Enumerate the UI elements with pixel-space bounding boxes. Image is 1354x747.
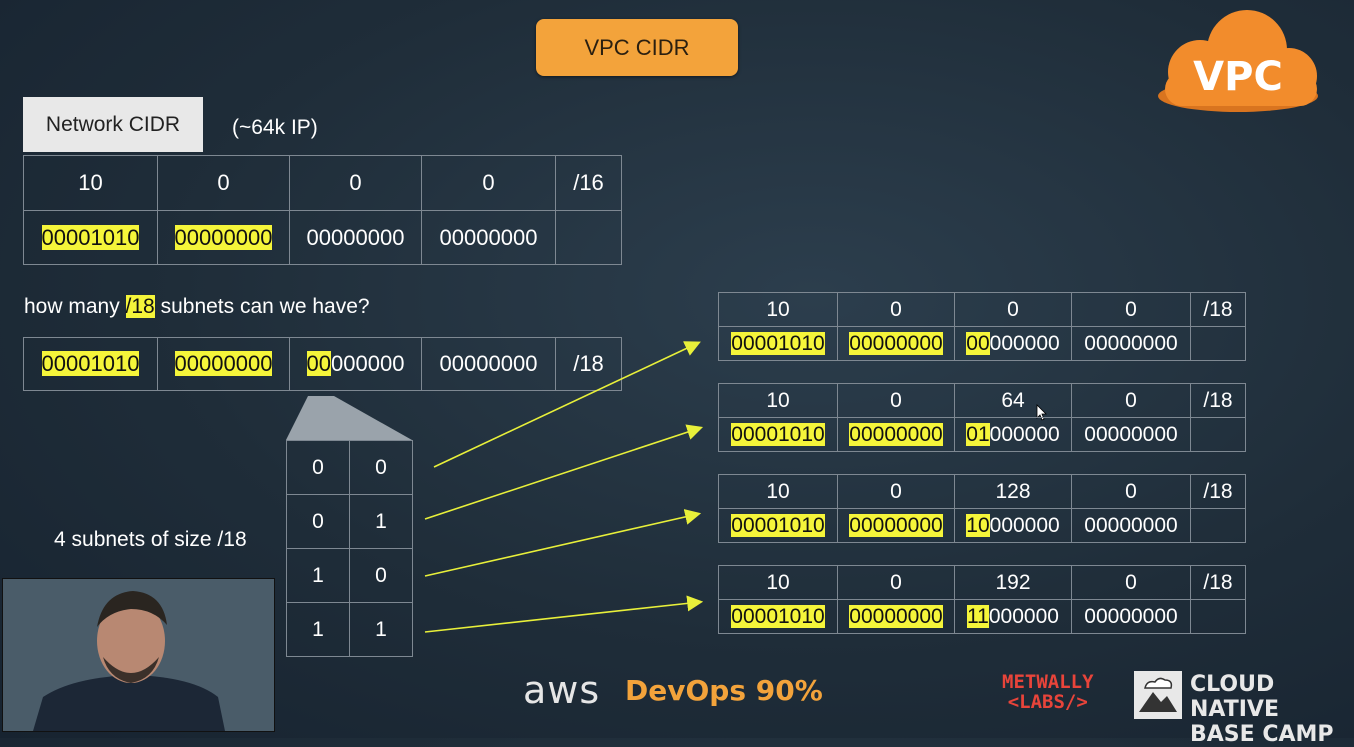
octet-decimal: 0 bbox=[837, 383, 955, 418]
octet-decimal: 10 bbox=[718, 474, 838, 509]
octet-decimal: 10 bbox=[718, 292, 838, 327]
octet-binary: 00000000 bbox=[1071, 508, 1191, 543]
ip-count-note: (~64k IP) bbox=[232, 116, 318, 139]
empty-cell bbox=[1190, 326, 1246, 361]
bit-cell: 1 bbox=[286, 602, 350, 657]
octet-binary: 00000000 bbox=[289, 210, 422, 265]
octet-decimal: 0 bbox=[954, 292, 1072, 327]
octet-binary: 00001010 bbox=[718, 508, 838, 543]
presenter-webcam bbox=[2, 578, 275, 732]
arrow-to-subnet-2 bbox=[424, 424, 704, 520]
octet-binary: 00000000 bbox=[421, 210, 556, 265]
slide-title: VPC CIDR bbox=[536, 19, 738, 76]
subnet-question: how many /18 subnets can we have? bbox=[24, 295, 370, 318]
octet-decimal: 64 bbox=[954, 383, 1072, 418]
bit-cell: 1 bbox=[349, 494, 413, 549]
octet-binary: 10000000 bbox=[954, 508, 1072, 543]
octet-decimal: 192 bbox=[954, 565, 1072, 600]
vpc-logo-text: VPC bbox=[1193, 54, 1283, 100]
octet-binary: 00000000 bbox=[421, 337, 556, 391]
octet-binary: 00000000 bbox=[1071, 417, 1191, 452]
octet-binary: 00000000 bbox=[157, 210, 290, 265]
octet-binary: 01000000 bbox=[954, 417, 1072, 452]
prefix-length: /18 bbox=[555, 337, 622, 391]
bit-cell: 0 bbox=[286, 494, 350, 549]
subnets-note: 4 subnets of size /18 bbox=[54, 528, 247, 551]
prefix-length: /18 bbox=[1190, 565, 1246, 600]
bit-cell: 0 bbox=[349, 440, 413, 495]
octet-decimal: 0 bbox=[421, 155, 556, 211]
octet-decimal: 0 bbox=[837, 565, 955, 600]
bit-cell: 0 bbox=[349, 548, 413, 603]
octet-binary: 00000000 bbox=[954, 326, 1072, 361]
octet-decimal: 0 bbox=[1071, 565, 1191, 600]
octet-binary: 00000000 bbox=[837, 326, 955, 361]
octet-decimal: 0 bbox=[837, 292, 955, 327]
octet-decimal: 0 bbox=[1071, 383, 1191, 418]
octet-decimal: 128 bbox=[954, 474, 1072, 509]
octet-binary: 00001010 bbox=[718, 326, 838, 361]
empty-cell bbox=[1190, 417, 1246, 452]
octet-binary: 00000000 bbox=[1071, 326, 1191, 361]
octet-decimal: 10 bbox=[718, 383, 838, 418]
presenter-silhouette bbox=[3, 579, 274, 731]
octet-binary: 00000000 bbox=[1071, 599, 1191, 634]
octet-decimal: 0 bbox=[157, 155, 290, 211]
subnet-mask-row: 00001010 00000000 00000000 00000000 /18 bbox=[23, 337, 622, 391]
metwally-labs-logo: METWALLY <LABS/> bbox=[1002, 671, 1094, 713]
octet-binary: 11000000 bbox=[954, 599, 1072, 634]
subnet-table-3: 10 0 128 0 /18 00001010 00000000 1000000… bbox=[718, 474, 1246, 543]
network-cidr-table: 10 0 0 0 /16 00001010 00000000 00000000 … bbox=[23, 155, 622, 265]
subnet-table-4: 10 0 192 0 /18 00001010 00000000 1100000… bbox=[718, 565, 1246, 634]
empty-cell bbox=[1190, 508, 1246, 543]
cloud-native-camp-icon bbox=[1134, 671, 1182, 719]
octet-binary: 00000000 bbox=[837, 417, 955, 452]
octet-binary: 00000000 bbox=[837, 599, 955, 634]
prefix-length: /18 bbox=[1190, 474, 1246, 509]
octet-binary: 00000000 bbox=[289, 337, 422, 391]
bit-cell: 1 bbox=[349, 602, 413, 657]
prefix-length: /18 bbox=[1190, 292, 1246, 327]
octet-decimal: 0 bbox=[837, 474, 955, 509]
octet-decimal: 10 bbox=[718, 565, 838, 600]
arrow-to-subnet-1 bbox=[433, 341, 701, 468]
cloud-native-base-camp-logo: CLOUD NATIVE BASE CAMP bbox=[1190, 672, 1334, 747]
aws-logo-text: aws bbox=[523, 668, 601, 712]
octet-decimal: 0 bbox=[1071, 292, 1191, 327]
bit-cell: 1 bbox=[286, 548, 350, 603]
prefix-length: /18 bbox=[1190, 383, 1246, 418]
bit-cell: 0 bbox=[286, 440, 350, 495]
octet-binary: 00001010 bbox=[718, 599, 838, 634]
subnet-table-1: 10 0 0 0 /18 00001010 00000000 00000000 … bbox=[718, 292, 1246, 361]
course-title: DevOps 90% bbox=[625, 674, 823, 707]
octet-binary: 00001010 bbox=[23, 210, 158, 265]
empty-cell bbox=[555, 210, 622, 265]
arrow-to-subnet-3 bbox=[424, 509, 702, 577]
octet-binary: 00000000 bbox=[157, 337, 290, 391]
zoom-callout-shape bbox=[286, 396, 412, 440]
octet-binary: 00000000 bbox=[837, 508, 955, 543]
network-cidr-label: Network CIDR bbox=[23, 97, 203, 152]
prefix-length: /16 bbox=[555, 155, 622, 211]
empty-cell bbox=[1190, 599, 1246, 634]
octet-decimal: 0 bbox=[1071, 474, 1191, 509]
vpc-cloud-icon: VPC bbox=[1158, 10, 1318, 112]
octet-binary: 00001010 bbox=[718, 417, 838, 452]
subnet-table-2: 10 0 64 0 /18 00001010 00000000 01000000… bbox=[718, 383, 1246, 452]
arrow-to-subnet-4 bbox=[424, 595, 704, 633]
